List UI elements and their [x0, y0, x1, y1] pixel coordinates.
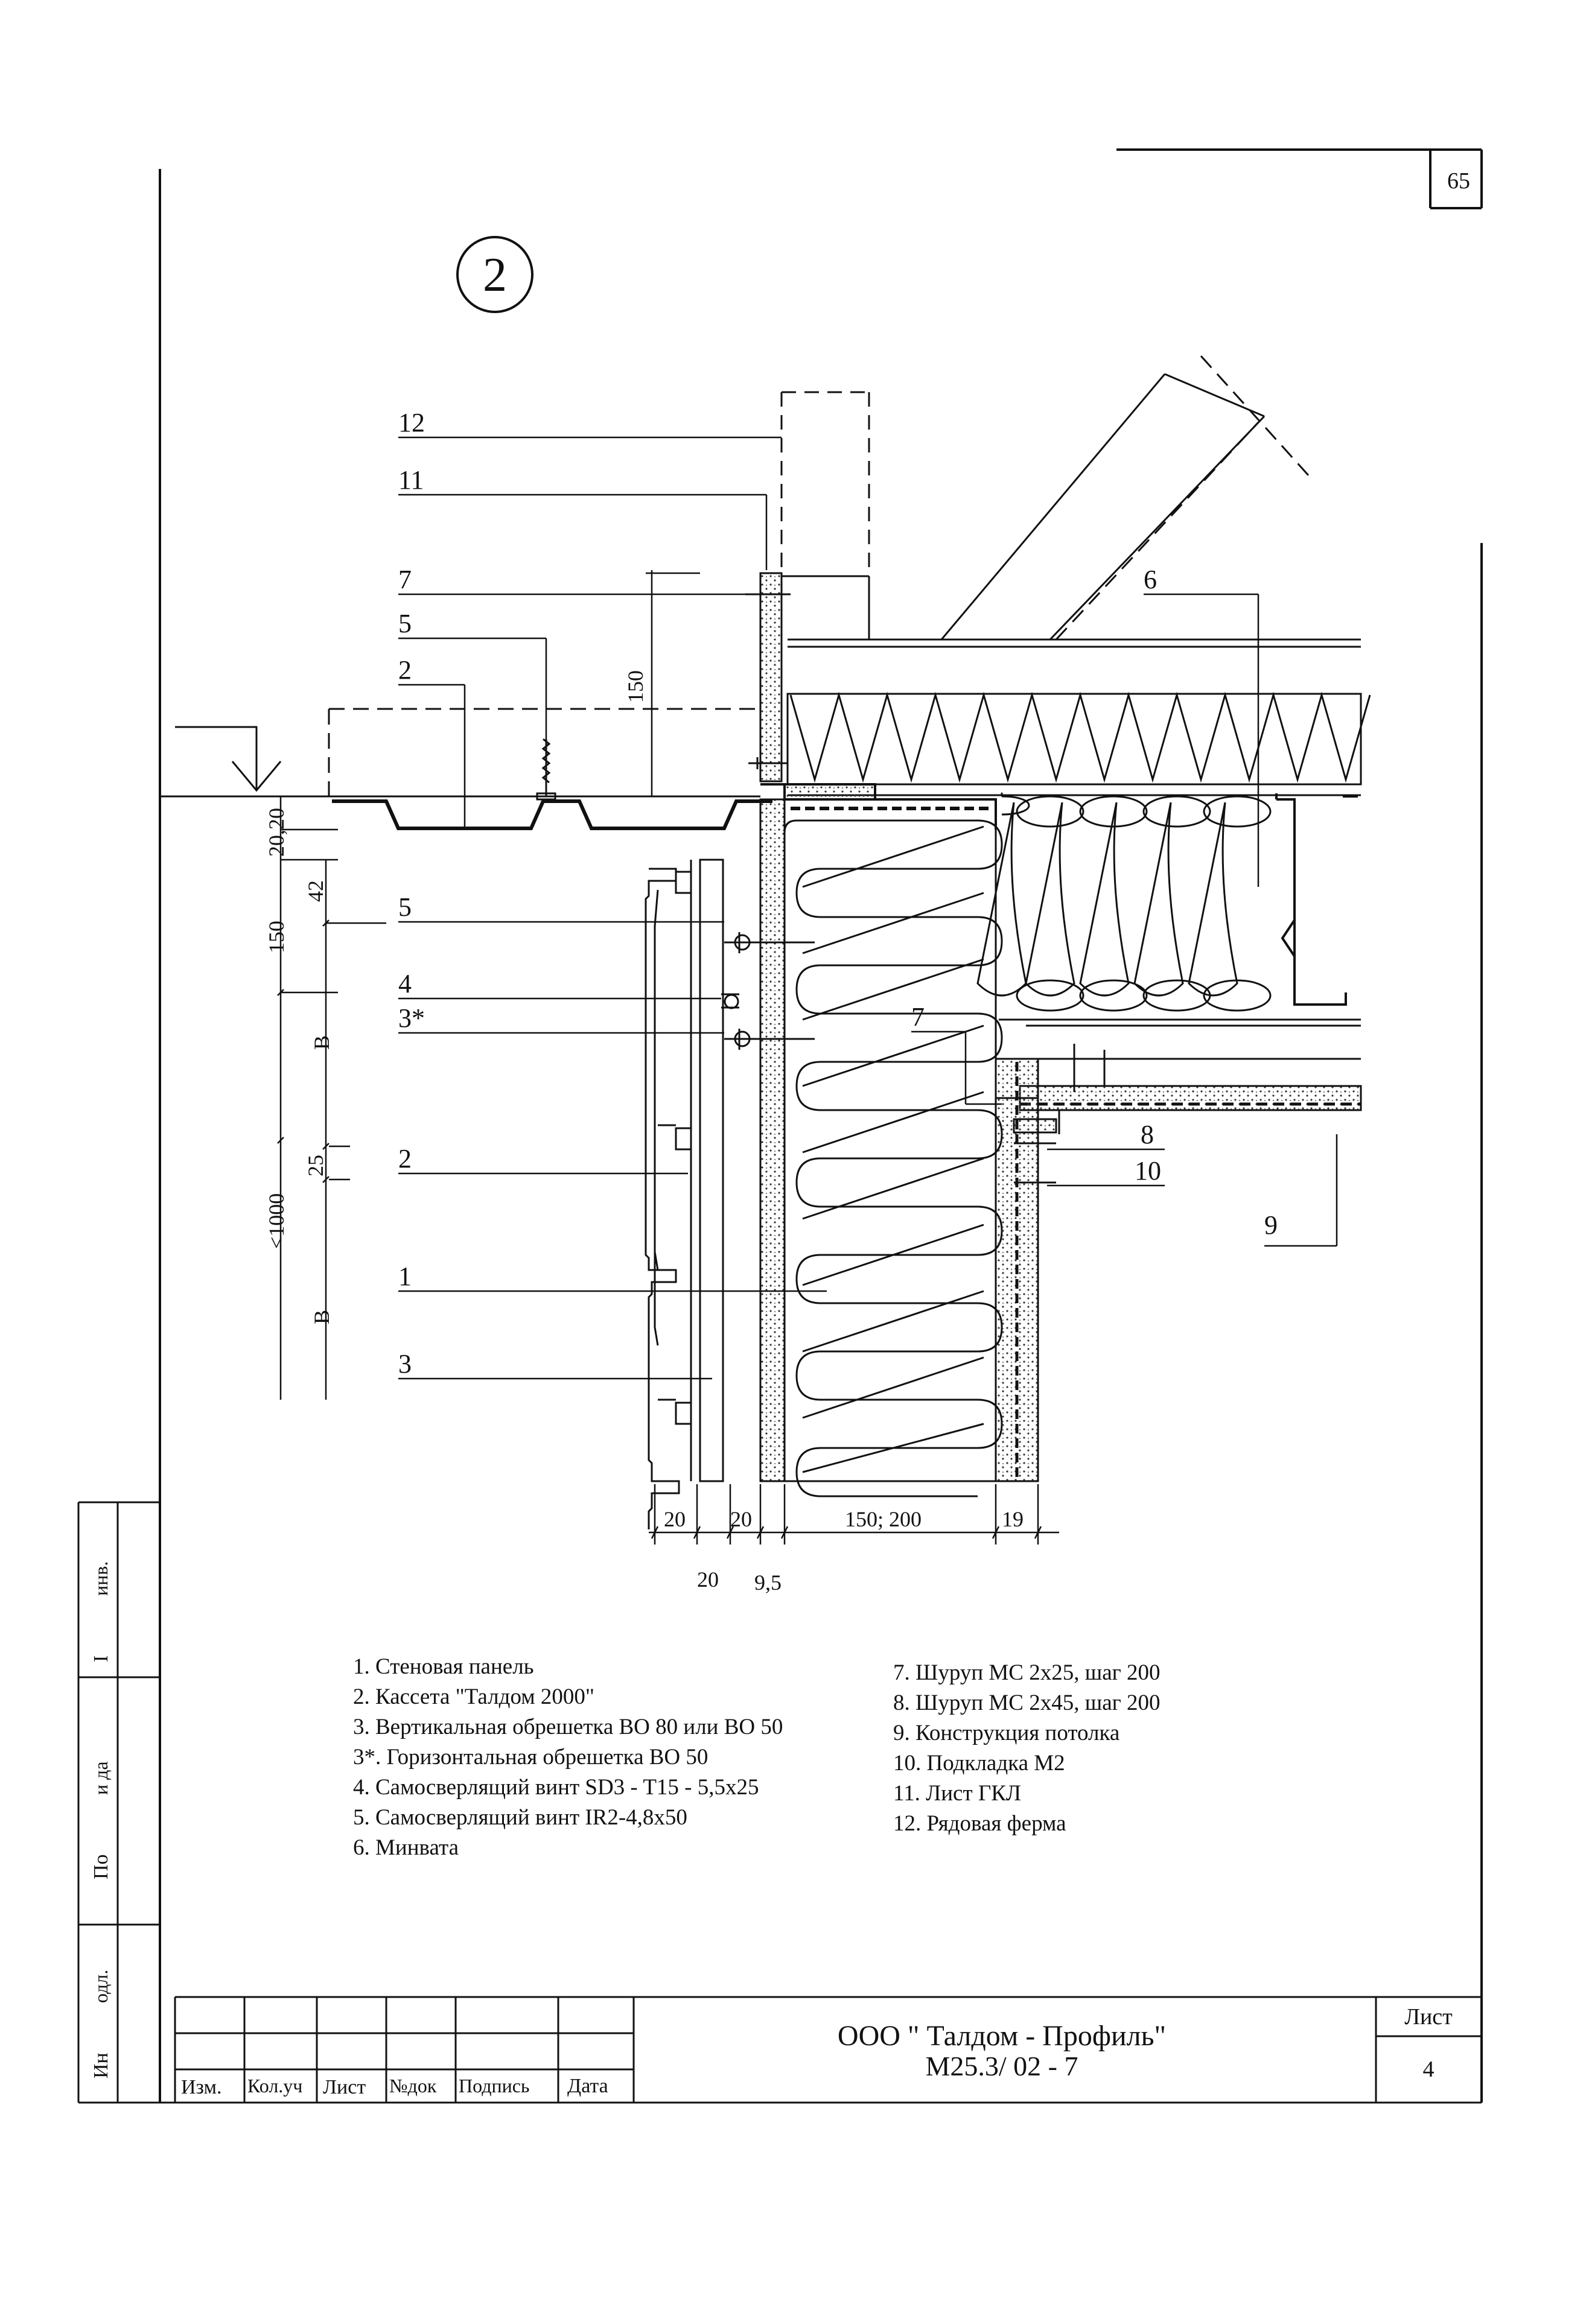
legend-right: 7. Шуруп МС 2x25, шаг 200 8. Шуруп МС 2x…: [893, 1658, 1161, 1839]
dim-42: 42: [304, 880, 328, 902]
title-block-columns: Изм. Кол.уч Лист №док Подпись Дата: [181, 2075, 608, 2098]
svg-text:2: 2: [483, 249, 507, 302]
svg-text:Ин: Ин: [90, 2053, 112, 2078]
dim-bottom-150-200: 150; 200: [845, 1507, 922, 1531]
legend-item: 9. Конструкция потолка: [893, 1721, 1120, 1745]
sheet-label: Лист: [1404, 2004, 1453, 2030]
callouts: 12 11 7 5 2 6 5 4 3* 2 1 3 7 8 10 9: [398, 408, 1278, 1379]
callout-8: 8: [1141, 1120, 1154, 1149]
legend-left: 1. Стеновая панель 2. Кассета "Талдом 20…: [353, 1652, 783, 1863]
callout-7: 7: [398, 565, 412, 594]
svg-text:одл.: одл.: [90, 1970, 112, 2003]
dim-150: 150: [264, 921, 288, 953]
callout-6: 6: [1144, 565, 1157, 594]
ceiling-screws: [996, 1044, 1106, 1184]
wall-insulation: [783, 798, 1003, 1497]
svg-text:Изм.: Изм.: [181, 2076, 222, 2098]
title-block-grid: [174, 1996, 1482, 2103]
callout-5: 5: [398, 609, 412, 638]
dim-25: 25: [304, 1155, 328, 1176]
dimension-lines: [277, 570, 1059, 1545]
svg-text:№док: №док: [389, 2075, 437, 2097]
svg-text:и да: и да: [90, 1761, 112, 1795]
callout-7b: 7: [911, 1002, 925, 1032]
callout-2: 2: [398, 655, 412, 685]
sheet-frame: [159, 148, 1483, 2103]
callout-1: 1: [398, 1262, 412, 1291]
callout-3: 3: [398, 1349, 412, 1379]
legend-item: 2. Кассета "Талдом 2000": [353, 1684, 595, 1709]
legend-item: 7. Шуруп МС 2x25, шаг 200: [893, 1660, 1161, 1685]
legend-item: 3. Вертикальная обрешетка ВО 80 или ВО 5…: [353, 1715, 783, 1739]
callout-12: 12: [398, 408, 425, 437]
dim-bottom-20a: 20: [664, 1507, 686, 1531]
detail-marker: 2: [456, 236, 533, 313]
callout-9: 9: [1264, 1210, 1278, 1240]
svg-text:Дата: Дата: [567, 2075, 608, 2097]
truss: [780, 355, 1361, 648]
legend-item: 3*. Горизонтальная обрешетка ВО 50: [353, 1745, 709, 1770]
ceiling-profile: [1275, 793, 1358, 1006]
dim-bottom-20c: 20: [697, 1567, 719, 1592]
dim-bottom-19: 19: [1002, 1507, 1024, 1531]
legend-item: 6. Минвата: [353, 1835, 459, 1860]
ceiling-construction: [1019, 1024, 1362, 1111]
page-number: 65: [1447, 168, 1470, 194]
legend-item: 5. Самосверлящий винт IR2-4,8x50: [353, 1805, 687, 1830]
dim-20-20: 20,20: [264, 808, 288, 857]
svg-text:Кол.уч: Кол.уч: [247, 2075, 302, 2097]
callout-2b: 2: [398, 1144, 412, 1173]
side-stamp-labels: инв. I и да По одл. Ин: [90, 1561, 112, 2078]
side-stamp: [77, 1501, 1482, 2104]
legend-item: 8. Шуруп МС 2x45, шаг 200: [893, 1691, 1161, 1715]
top-plate: [760, 783, 997, 830]
legend-item: 11. Лист ГКЛ: [893, 1781, 1022, 1806]
legend-item: 12. Рядовая ферма: [893, 1811, 1066, 1836]
dimension-texts: 150 20,20 150 42 B 25 <1000 B 20 20 150;…: [264, 670, 1024, 1595]
legend-item: 1. Стеновая панель: [353, 1654, 534, 1679]
legend-item: 10. Подкладка М2: [893, 1751, 1065, 1776]
inner-lining: [995, 799, 1039, 1482]
soffit: [160, 593, 791, 830]
svg-text:Подпись: Подпись: [459, 2075, 530, 2097]
callout-10: 10: [1135, 1156, 1161, 1186]
svg-text:инв.: инв.: [90, 1561, 112, 1596]
callout-4: 4: [398, 969, 412, 998]
dim-1000: <1000: [264, 1193, 288, 1249]
ceiling-insulation: [786, 691, 1371, 1021]
company-name: ООО " Талдом - Профиль": [838, 2020, 1166, 2052]
wall-board-layer: [759, 572, 786, 1482]
leader-lines: [398, 436, 1338, 1380]
sheet-number: 4: [1423, 2057, 1435, 2082]
svg-text:I: I: [90, 1656, 112, 1662]
dim-b1: B: [310, 1035, 334, 1050]
cladding: [645, 859, 815, 1529]
dim-b2: B: [310, 1310, 334, 1324]
drawing-code: М25.3/ 02 - 7: [926, 2051, 1078, 2081]
callout-11: 11: [398, 465, 424, 495]
svg-text:Лист: Лист: [323, 2076, 366, 2098]
svg-text:По: По: [90, 1854, 112, 1879]
callout-5b: 5: [398, 892, 412, 922]
legend-item: 4. Самосверлящий винт SD3 - T15 - 5,5x25: [353, 1775, 759, 1800]
dim-bottom-9-5: 9,5: [754, 1570, 782, 1595]
callout-3-star: 3*: [398, 1003, 425, 1033]
dim-bottom-20b: 20: [730, 1507, 752, 1531]
dim-150-top: 150: [623, 670, 648, 703]
